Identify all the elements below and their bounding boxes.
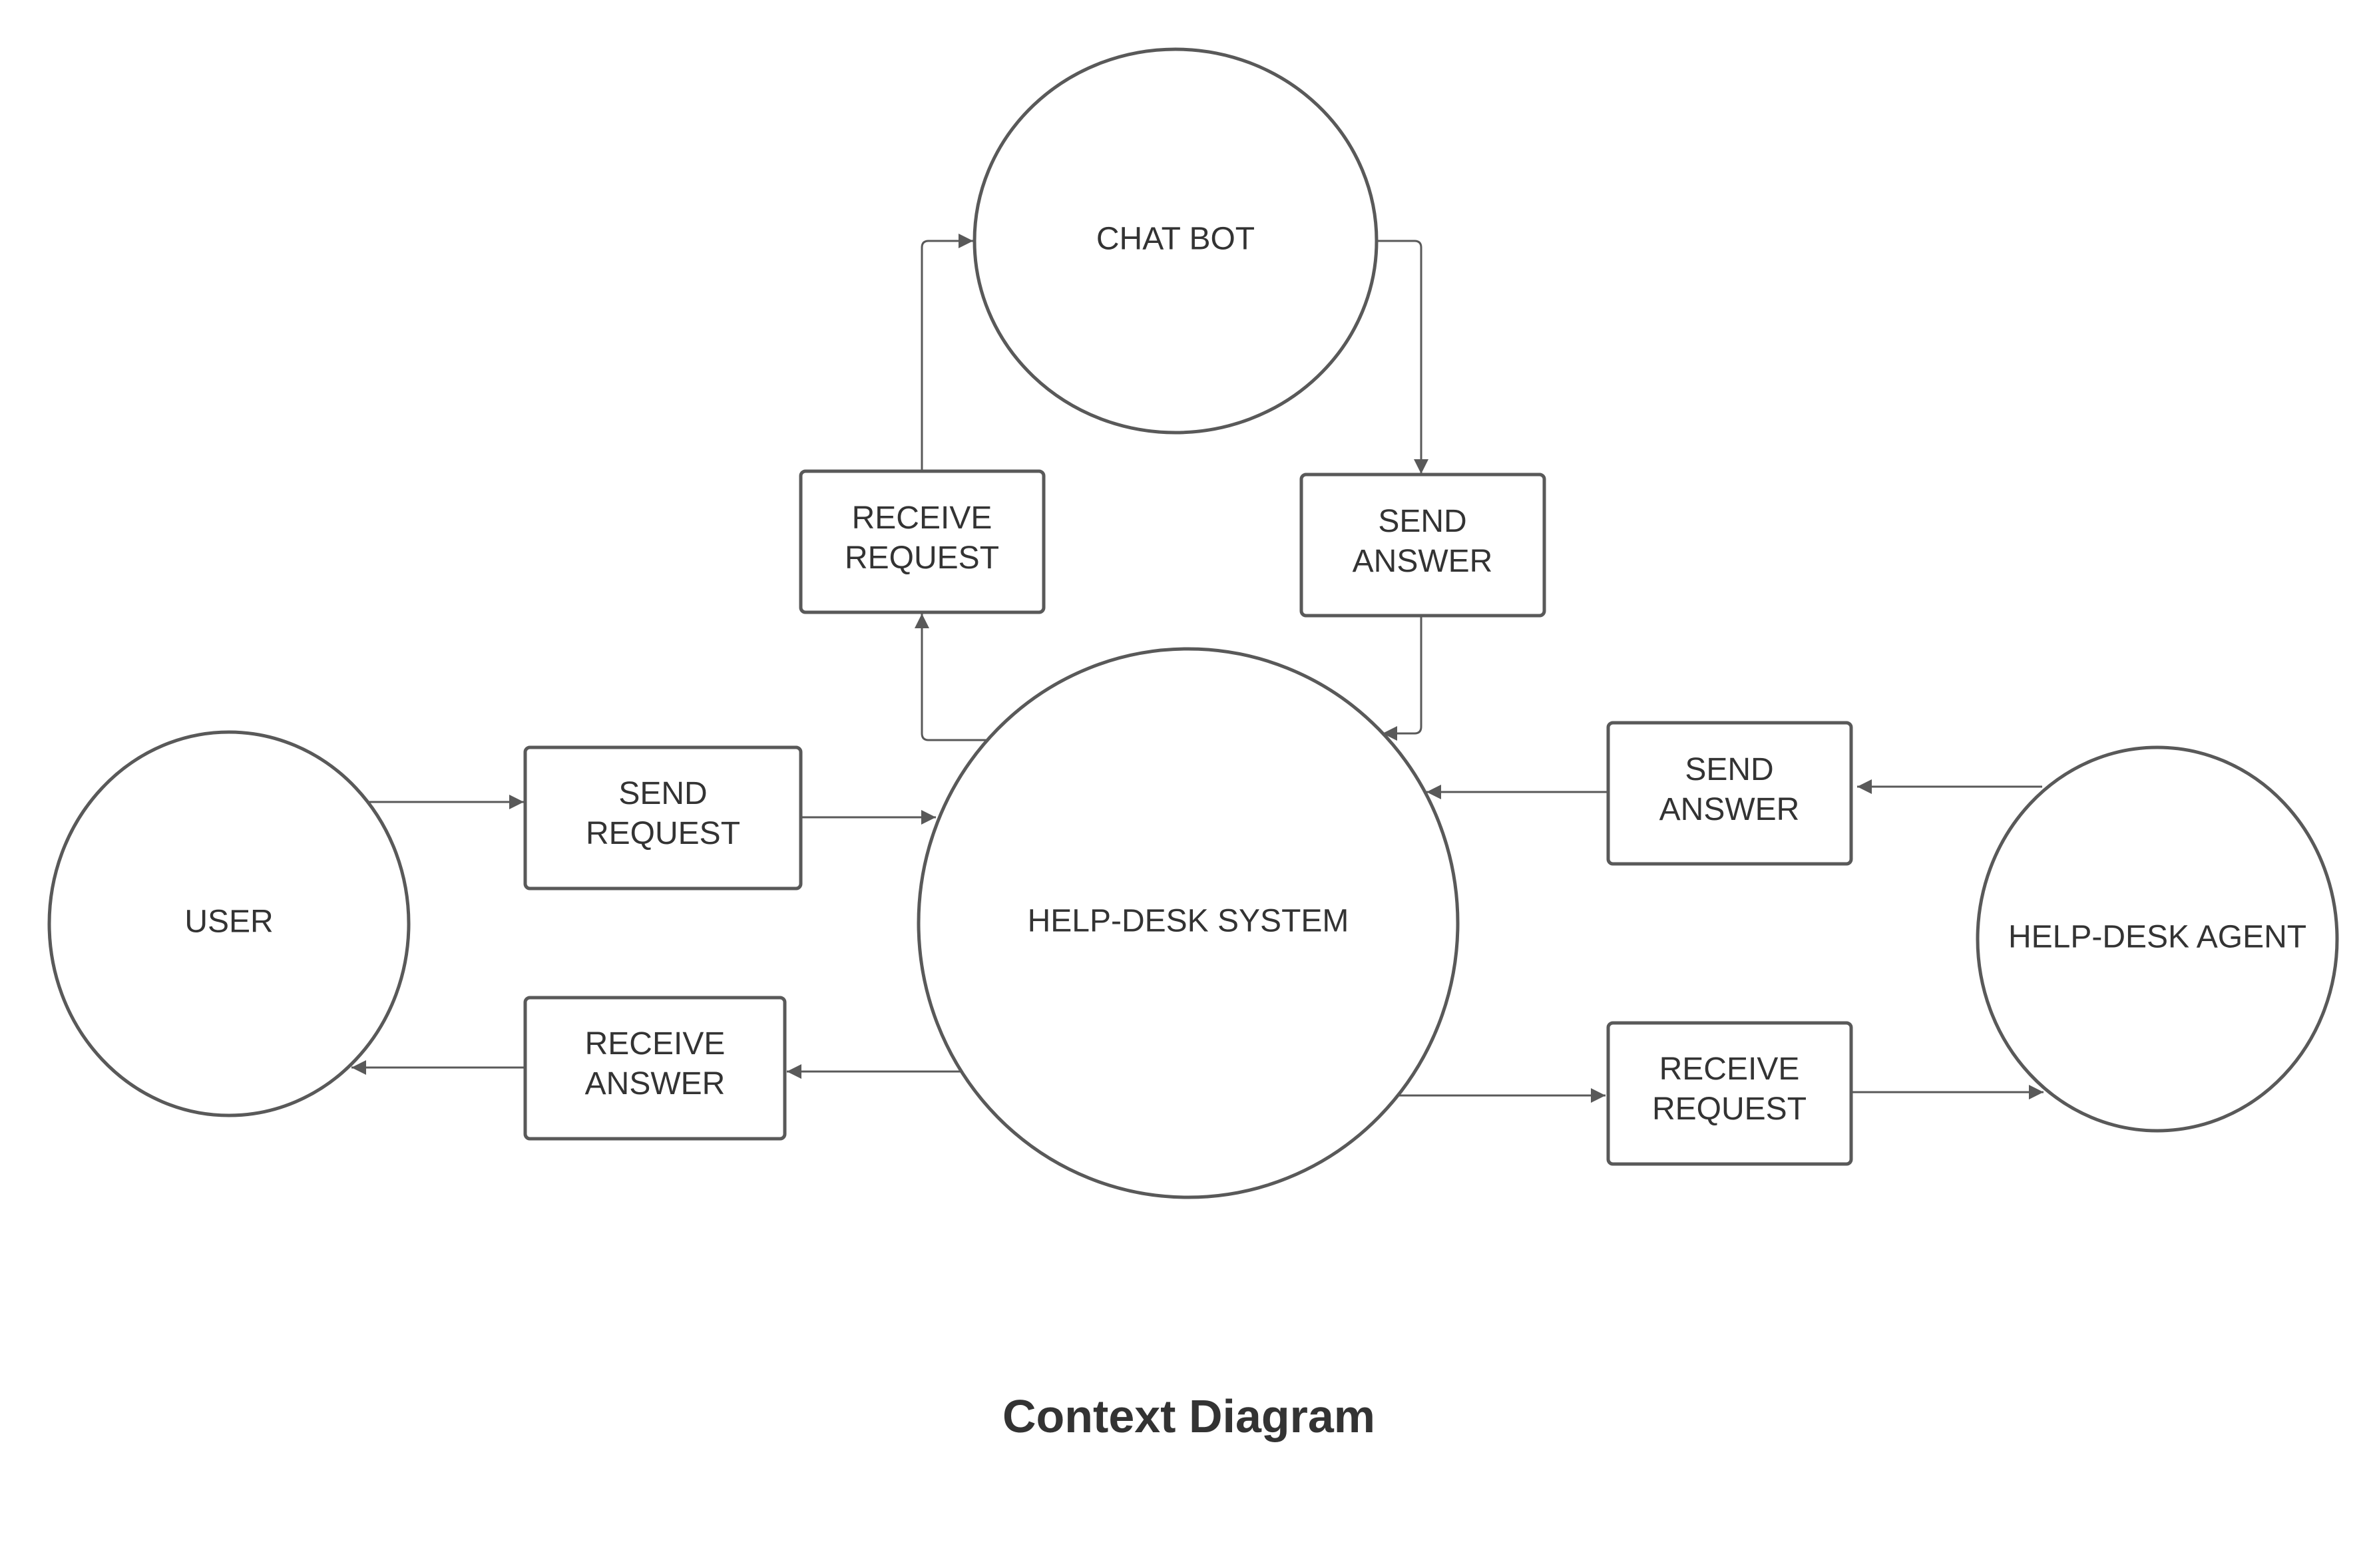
- user-label: USER: [184, 904, 273, 940]
- agent-receive-request-box: [1606, 1021, 1853, 1166]
- chat-bot-circle: [973, 47, 1379, 435]
- agent-send-answer-line1: SEND: [1685, 752, 1773, 787]
- bot-send-answer-line1: SEND: [1378, 504, 1466, 539]
- help-desk-agent-circle: [1976, 745, 2339, 1133]
- bot-receive-request-line1: RECEIVE: [852, 500, 992, 536]
- bot-send-answer-line2: ANSWER: [1353, 544, 1493, 579]
- diagram-title: Context Diagram: [1002, 1390, 1375, 1442]
- bot-send-answer-box: [1299, 473, 1546, 618]
- process-agent-send-answer: SEND ANSWER: [1606, 721, 1853, 866]
- user-receive-answer-line2: ANSWER: [585, 1066, 726, 1101]
- process-agent-receive-request: RECEIVE REQUEST: [1606, 1021, 1853, 1166]
- process-user-receive-answer: RECEIVE ANSWER: [523, 996, 787, 1141]
- entity-chat-bot: CHAT BOT: [973, 47, 1379, 435]
- entity-help-desk-system: HELP-DESK SYSTEM: [917, 647, 1460, 1199]
- agent-send-answer-box: [1606, 721, 1853, 866]
- user-receive-answer-line1: RECEIVE: [585, 1026, 726, 1062]
- agent-receive-request-line2: REQUEST: [1652, 1091, 1807, 1127]
- user-circle: [47, 730, 411, 1117]
- bot-receive-request-line2: REQUEST: [845, 540, 999, 576]
- edge-system-to-bot-receive: [915, 614, 989, 741]
- user-send-request-line2: REQUEST: [586, 816, 740, 851]
- edge-bot-receive-to-chatbot: [921, 234, 973, 471]
- help-desk-system-circle: [917, 647, 1460, 1199]
- edges: [351, 234, 2044, 1103]
- chat-bot-label: CHAT BOT: [1096, 222, 1255, 257]
- user-send-request-box: [523, 745, 803, 890]
- bot-receive-request-box: [799, 469, 1046, 614]
- entity-help-desk-agent: HELP-DESK AGENT: [1976, 745, 2339, 1133]
- process-bot-send-answer: SEND ANSWER: [1299, 473, 1546, 618]
- agent-receive-request-line1: RECEIVE: [1659, 1052, 1800, 1087]
- process-bot-receive-request: RECEIVE REQUEST: [799, 469, 1046, 614]
- user-receive-answer-box: [523, 996, 787, 1141]
- help-desk-system-label: HELP-DESK SYSTEM: [1028, 904, 1349, 939]
- edge-bot-send-to-system: [1383, 617, 1422, 741]
- agent-send-answer-line2: ANSWER: [1659, 792, 1800, 827]
- entity-user: USER: [47, 730, 411, 1117]
- help-desk-agent-label: HELP-DESK AGENT: [2008, 920, 2306, 955]
- edge-chatbot-to-bot-send: [1377, 240, 1428, 474]
- process-user-send-request: SEND REQUEST: [523, 745, 803, 890]
- user-send-request-line1: SEND: [618, 776, 707, 811]
